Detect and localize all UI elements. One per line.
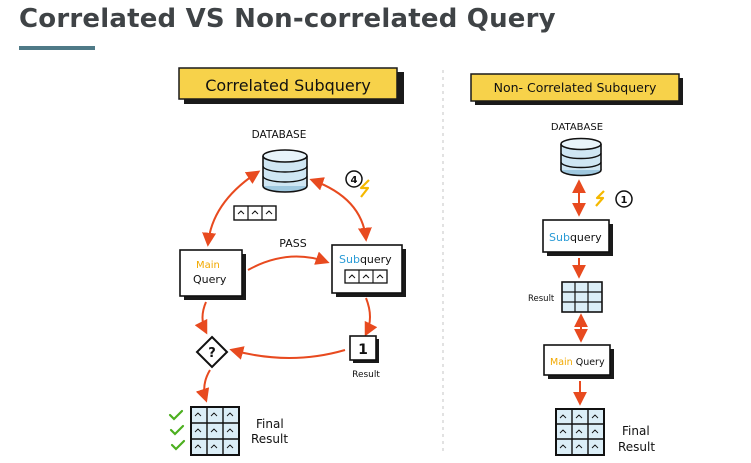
check-icons [168,409,186,451]
final-label-line2-2: Result [618,440,655,454]
main-query-card-2: Main Query [543,344,614,379]
lightning-icon [359,179,370,198]
final-label-line2: Result [251,432,288,446]
db-main-arrow [202,170,261,247]
step-1-badge: 1 [615,190,633,208]
correlated-section: Correlated Subquery DATABASE 4 [168,67,406,456]
final-label-line1: Final [256,417,284,431]
decision-icon: ? [195,335,229,369]
pass-arrow [247,251,330,271]
database-icon-2 [560,137,602,177]
query-word: Query [193,273,227,286]
correlated-label-text: Correlated Subquery [205,76,371,95]
subquery-card: Subquery [331,244,406,297]
main-decision-arrow [194,301,208,335]
database-row-icon [233,205,277,221]
result-table-2 [561,281,603,313]
subquery-result-arrow [364,297,378,337]
lightning-icon-2 [595,190,605,207]
final-label-line1-2: Final [622,424,650,438]
non-correlated-label-text: Non- Correlated Subquery [494,80,657,95]
result-label-2: Result [528,294,555,304]
decision-final-arrow [195,369,211,403]
final-result-table [190,406,240,456]
svg-text:4: 4 [351,175,358,186]
page-title: Correlated VS Non-correlated Query [19,4,556,34]
final-result-table-2 [555,408,605,456]
db-subquery-arrow [309,177,372,242]
result-decision-arrow [229,346,346,360]
non-correlated-section: Non- Correlated Subquery DATABASE 1 Subq… [470,73,683,456]
step-4-badge: 4 [345,170,363,188]
subquery-title: Subquery [339,253,392,266]
database-label-2: DATABASE [551,122,603,133]
database-icon [262,149,308,193]
result-label: Result [352,370,380,380]
main-query-card: Main Query [179,249,246,300]
svg-text:1: 1 [621,195,628,206]
correlated-label: Correlated Subquery [178,67,404,104]
result-number: 1 [358,342,368,358]
title-underline [19,46,95,50]
main-query-title-2: Main Query [550,357,605,368]
database-label: DATABASE [252,129,307,141]
pass-label: PASS [279,237,306,250]
non-correlated-label: Non- Correlated Subquery [470,73,683,105]
svg-text:?: ? [208,346,216,361]
subquery-title-2: Subquery [549,231,602,244]
result-box: 1 [349,335,379,363]
main-word: Main [196,260,220,271]
subquery-card-2: Subquery [542,219,613,256]
